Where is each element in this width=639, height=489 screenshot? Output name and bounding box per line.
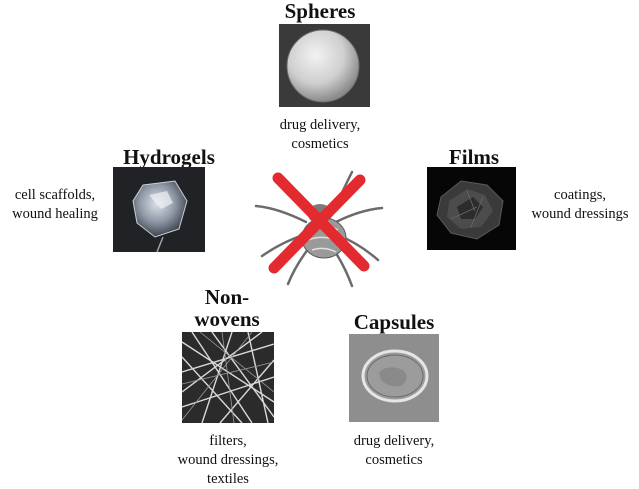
- nonwovens-image: [182, 332, 274, 423]
- films-desc-line-1: coatings,: [554, 187, 606, 203]
- capsules-title: Capsules: [353, 310, 435, 334]
- nonwovens-description: filters, wound dressings, textiles: [160, 432, 296, 489]
- film-photo-icon: [427, 167, 516, 250]
- hydrogels-image: [113, 167, 205, 252]
- capsule-micrograph-icon: [349, 334, 439, 422]
- spheres-desc-line-1: drug delivery,: [279, 117, 361, 133]
- hydrogels-desc-line-2: wound healing: [12, 206, 98, 222]
- nonwovens-title-line-2: wovens: [194, 307, 260, 331]
- hydrogels-description: cell scaffolds, wound healing: [4, 186, 106, 224]
- nonwovens-desc-line-2: wound dressings,: [177, 452, 279, 468]
- capsules-desc-line-1: drug delivery,: [353, 433, 435, 449]
- spider-crossed-out: [248, 164, 390, 294]
- spider-icon: [254, 170, 384, 288]
- films-title: Films: [448, 145, 500, 169]
- sphere-micrograph-icon: [279, 24, 370, 107]
- spheres-description: drug delivery, cosmetics: [262, 116, 378, 154]
- nonwovens-desc-line-3: textiles: [207, 471, 249, 487]
- capsules-description: drug delivery, cosmetics: [336, 432, 452, 470]
- nonwovens-desc-line-1: filters,: [209, 433, 247, 449]
- spheres-title: Spheres: [284, 0, 356, 23]
- nonwovens-title-line-1: Non-: [204, 285, 250, 309]
- fiber-mesh-icon: [182, 332, 274, 423]
- hydrogels-title: Hydrogels: [123, 145, 215, 169]
- capsules-image: [349, 334, 439, 422]
- spheres-desc-line-2: cosmetics: [291, 136, 349, 152]
- hydrogel-photo-icon: [113, 167, 205, 252]
- films-description: coatings, wound dressings: [522, 186, 638, 224]
- spheres-image: [279, 24, 370, 107]
- hydrogels-desc-line-1: cell scaffolds,: [14, 187, 96, 203]
- nonwovens-title: Non- wovens: [172, 286, 282, 330]
- films-image: [427, 167, 516, 250]
- films-desc-line-2: wound dressings: [531, 206, 629, 222]
- capsules-desc-line-2: cosmetics: [365, 452, 423, 468]
- red-cross-icon: [268, 172, 370, 274]
